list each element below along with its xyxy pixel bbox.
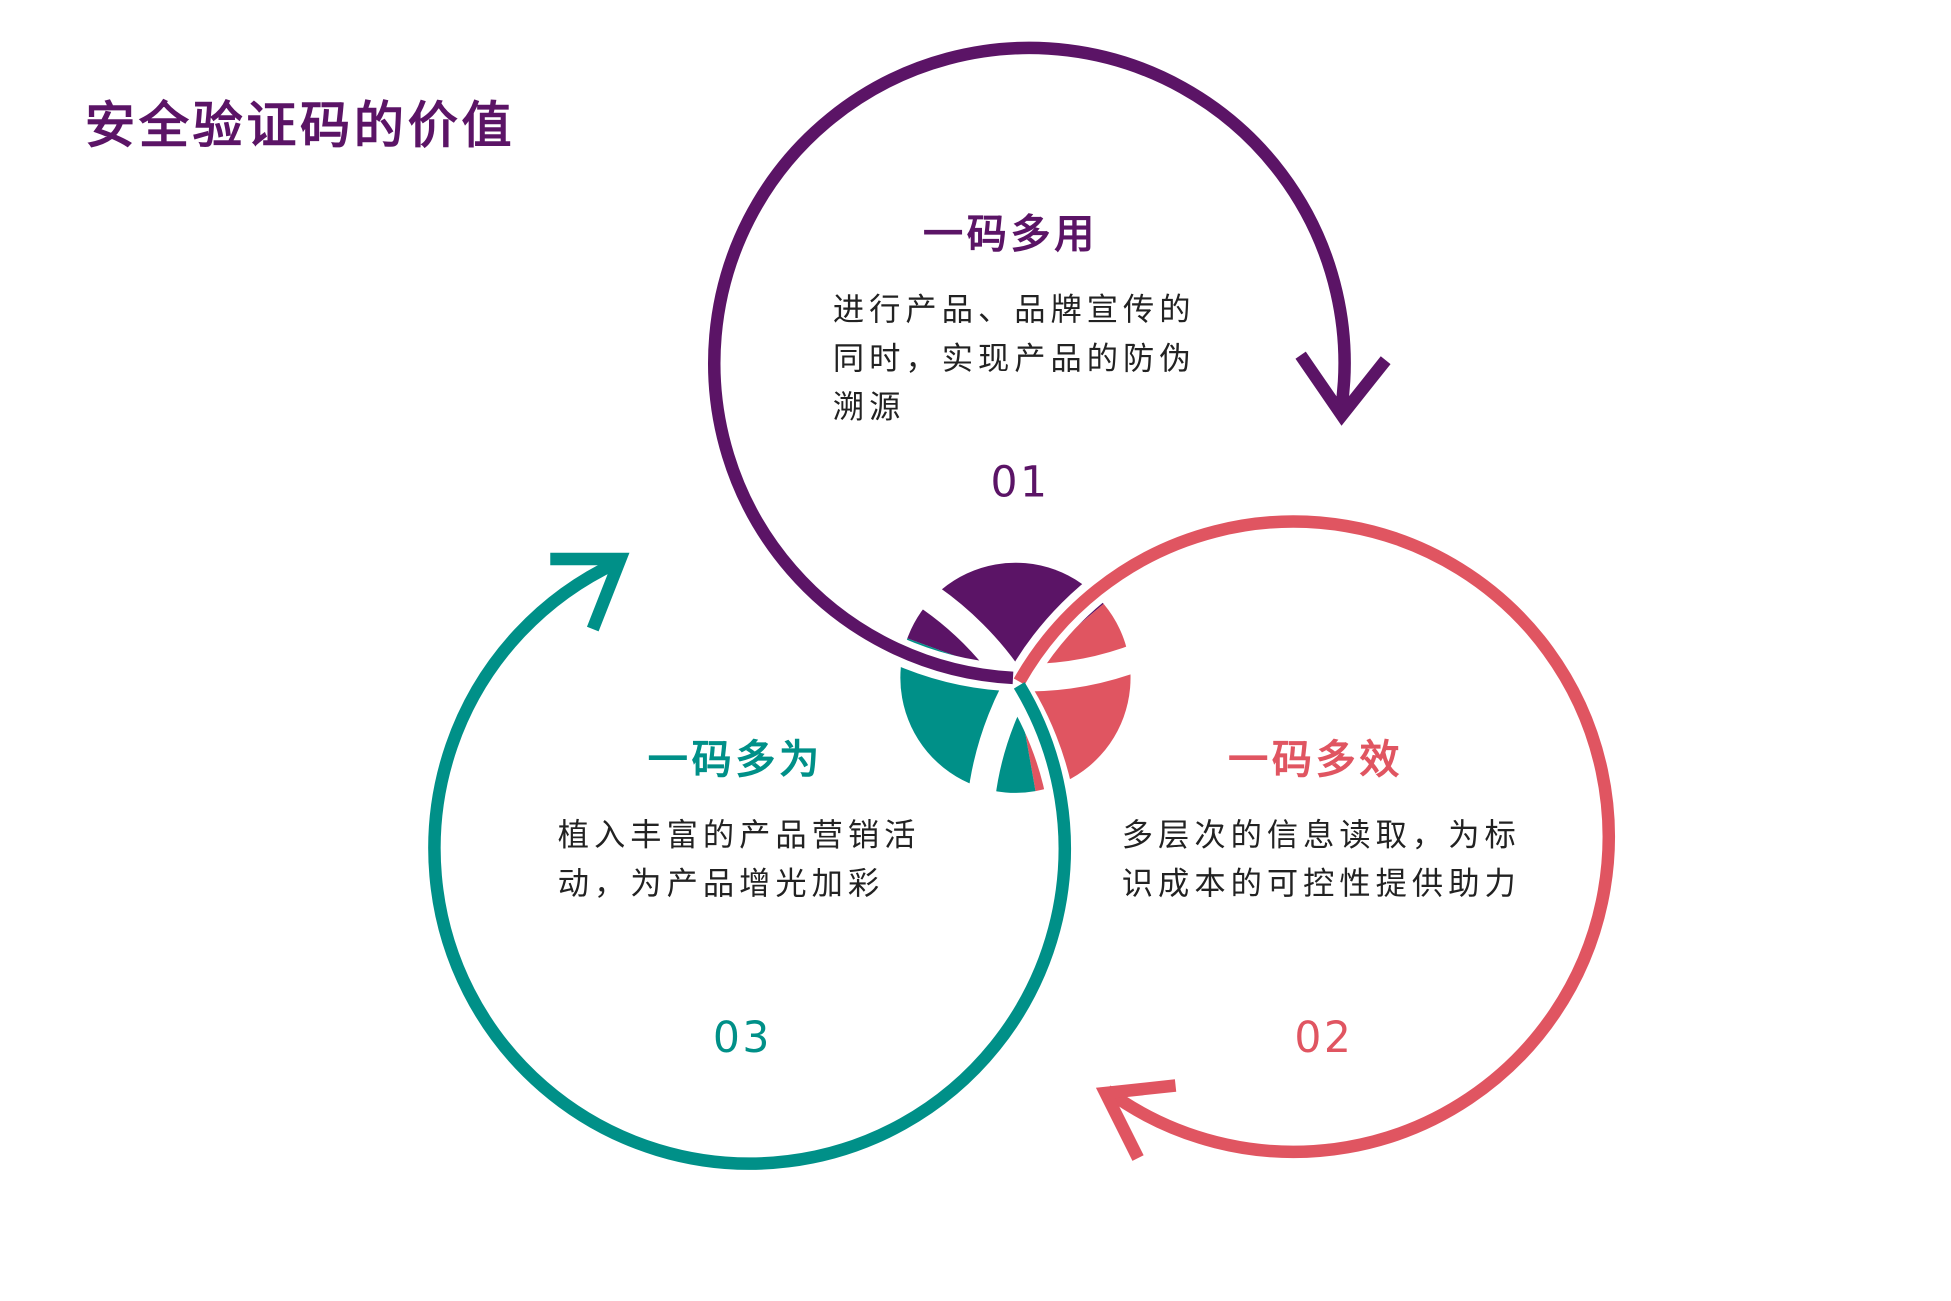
arrowhead-teal-icon xyxy=(550,552,630,632)
arc-coral xyxy=(1013,515,1615,1159)
item-03-number: 03 xyxy=(712,1012,772,1064)
item-03-heading: 一码多为 xyxy=(647,735,823,783)
arrowhead-coral-icon xyxy=(1095,1079,1177,1161)
arrowhead-purple-icon xyxy=(1295,351,1391,426)
arc-purple xyxy=(708,41,1351,685)
item-01-heading: 一码多用 xyxy=(922,210,1099,258)
item-02-number: 02 xyxy=(1294,1012,1354,1064)
item-02-text: 多层次的信息读取，为标识成本的可控性提供助力 xyxy=(1121,816,1521,902)
hub-segment-purple xyxy=(907,562,1104,678)
item-03-text: 植入丰富的产品营销活动，为产品增光加彩 xyxy=(557,816,921,902)
item-01-number: 01 xyxy=(990,457,1050,508)
arc-teal xyxy=(428,557,1071,1170)
page-title: 安全验证码的价值 xyxy=(85,97,516,156)
item-01-text: 进行产品、品牌宣传的同时，实现产品的防伪溯源 xyxy=(832,291,1196,426)
item-02-heading: 一码多效 xyxy=(1228,735,1404,783)
